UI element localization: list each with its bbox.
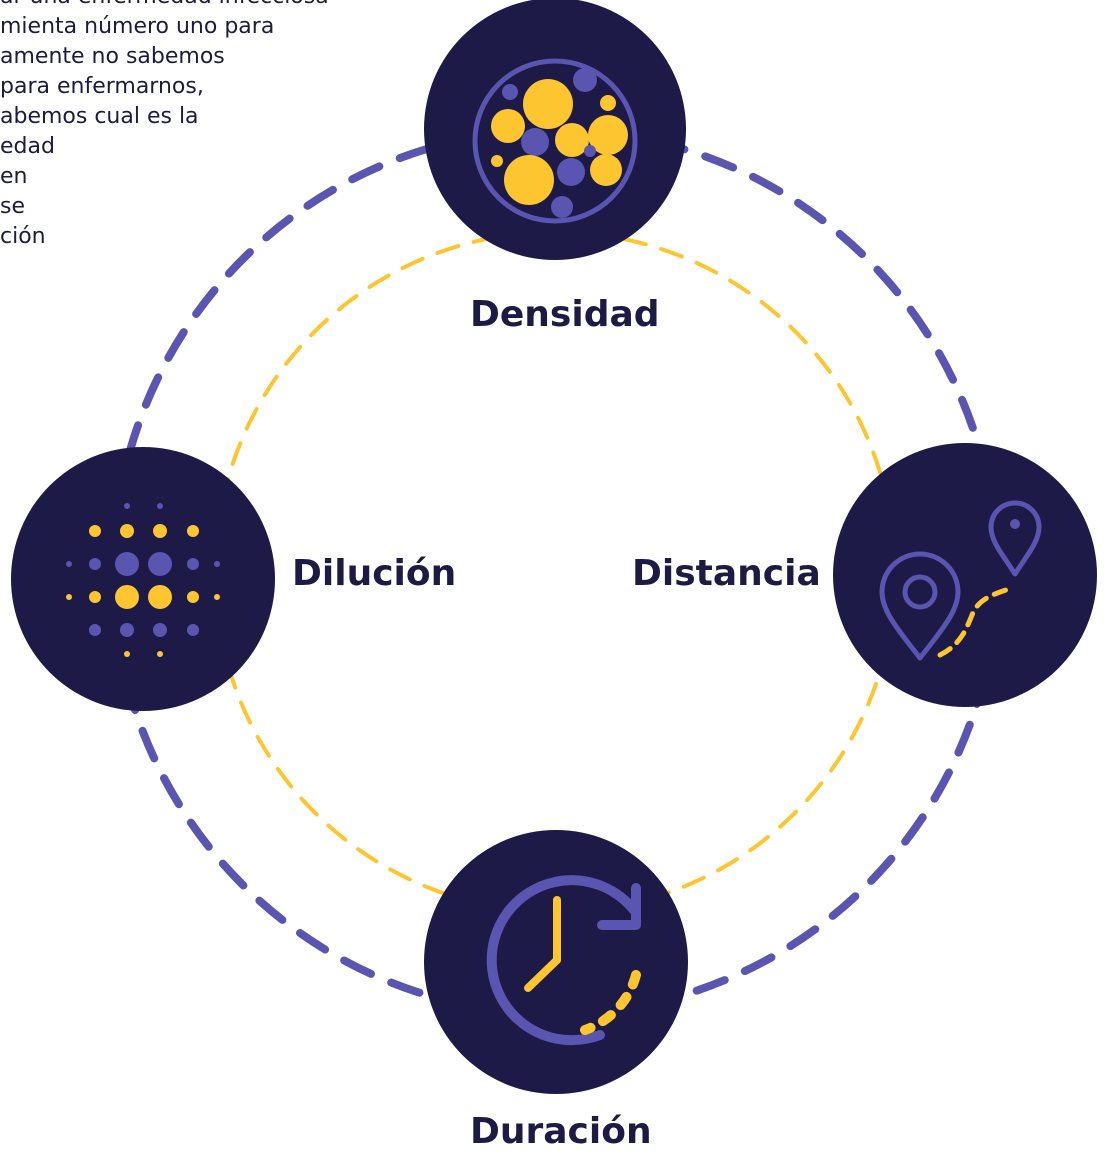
- label-density: Densidad: [470, 294, 660, 335]
- intro-line: edad: [0, 134, 55, 159]
- node-density: [424, 0, 686, 260]
- intro-line: ción: [0, 224, 46, 249]
- node-distance: [833, 443, 1097, 707]
- dots-dilution-icon: [66, 503, 220, 657]
- intro-line: en: [0, 164, 28, 189]
- intro-line: se: [0, 194, 25, 219]
- intro-paragraph: ar una enfermedad infecciosa mienta núme…: [0, 0, 440, 252]
- label-distance: Distancia: [632, 553, 821, 594]
- location-pins-route-icon: [879, 500, 1042, 661]
- intro-line: mienta número uno para: [0, 14, 275, 39]
- node-dilution-circle: [11, 447, 275, 711]
- clock-refresh-icon: [486, 875, 641, 1046]
- label-dilution: Dilución: [292, 553, 457, 594]
- node-duration: [424, 830, 688, 1094]
- intro-line: amente no sabemos: [0, 44, 225, 69]
- intro-line: para enfermarnos,: [0, 74, 204, 99]
- intro-line: abemos cual es la: [0, 104, 199, 129]
- particles-density-icon: [472, 58, 638, 224]
- node-dilution: [11, 447, 275, 711]
- node-distance-circle: [833, 443, 1097, 707]
- label-duration: Duración: [470, 1111, 652, 1152]
- node-density-circle: [424, 0, 686, 260]
- intro-line: ar una enfermedad infecciosa: [0, 0, 440, 12]
